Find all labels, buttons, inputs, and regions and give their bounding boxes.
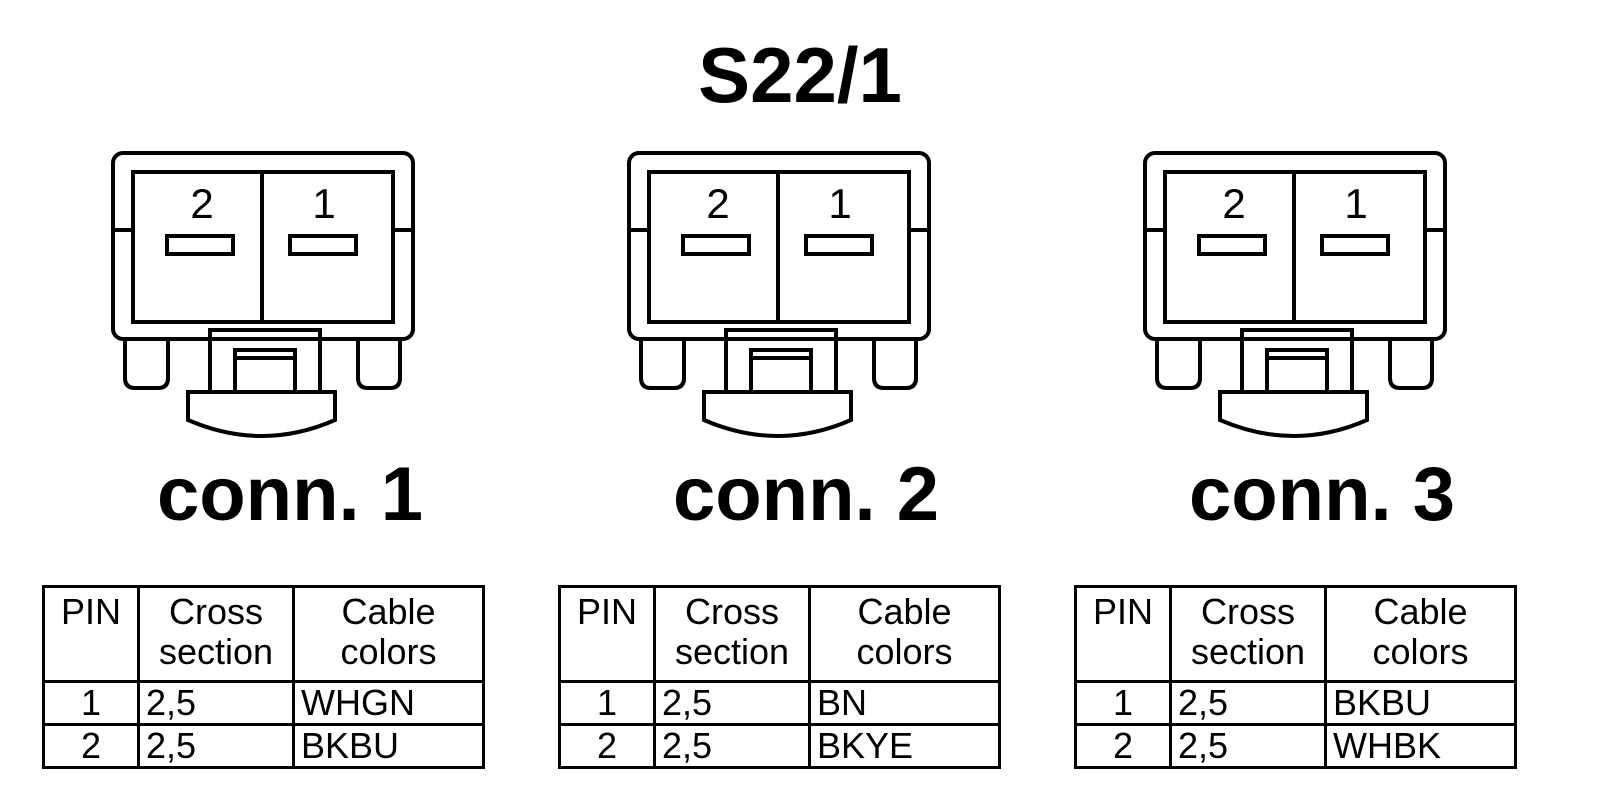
pin-2-label: 2 xyxy=(1222,180,1245,227)
diagram-title: S22/1 xyxy=(698,31,902,119)
table-row: 2 2,5 BKYE xyxy=(558,723,1001,769)
cell-cable-color: BN xyxy=(808,680,1001,726)
cell-cable-color: WHGN xyxy=(292,680,485,726)
pin-2-label: 2 xyxy=(190,180,213,227)
header-pin: PIN xyxy=(1074,585,1172,683)
connector-3-drawing: 2 1 xyxy=(1143,151,1447,438)
cell-cable-color: WHBK xyxy=(1324,723,1517,769)
header-pin: PIN xyxy=(42,585,140,683)
cell-cross-section: 2,5 xyxy=(1169,680,1327,726)
connector-label: conn. 2 xyxy=(672,452,940,537)
connector-label: conn. 1 xyxy=(156,452,424,537)
cell-cross-section: 2,5 xyxy=(653,723,811,769)
connector-3: 2 1 conn. 3 PIN Cross section Cable colo… xyxy=(1062,0,1582,804)
cell-pin: 2 xyxy=(558,723,656,769)
header-pin: PIN xyxy=(558,585,656,683)
table-header-row: PIN Cross section Cable colors xyxy=(558,585,1001,683)
cell-cross-section: 2,5 xyxy=(137,680,295,726)
pin-table: PIN Cross section Cable colors 1 2,5 BKB… xyxy=(1074,585,1517,769)
pin-1-label: 1 xyxy=(312,180,335,227)
pin-table: PIN Cross section Cable colors 1 2,5 WHG… xyxy=(42,585,485,769)
table-header-row: PIN Cross section Cable colors xyxy=(42,585,485,683)
table-row: 2 2,5 WHBK xyxy=(1074,723,1517,769)
header-cable-colors: Cable colors xyxy=(808,585,1001,683)
cell-pin: 1 xyxy=(42,680,140,726)
header-cross-section: Cross section xyxy=(653,585,811,683)
pin-1-label: 1 xyxy=(1344,180,1367,227)
table-row: 1 2,5 WHGN xyxy=(42,680,485,726)
cell-cable-color: BKBU xyxy=(1324,680,1517,726)
pin-2-label: 2 xyxy=(706,180,729,227)
cell-pin: 2 xyxy=(42,723,140,769)
connector-1: 2 1 conn. 1 PIN Cross section Cable colo… xyxy=(30,0,550,804)
cell-pin: 1 xyxy=(1074,680,1172,726)
cell-cross-section: 2,5 xyxy=(137,723,295,769)
table-header-row: PIN Cross section Cable colors xyxy=(1074,585,1517,683)
connector-2-drawing: 2 1 xyxy=(627,151,931,438)
table-row: 2 2,5 BKBU xyxy=(42,723,485,769)
header-cable-colors: Cable colors xyxy=(1324,585,1517,683)
header-cable-colors: Cable colors xyxy=(292,585,485,683)
connector-1-drawing: 2 1 xyxy=(111,151,415,438)
header-cross-section: Cross section xyxy=(1169,585,1327,683)
table-row: 1 2,5 BKBU xyxy=(1074,680,1517,726)
header-cross-section: Cross section xyxy=(137,585,295,683)
connector-2: 2 1 conn. 2 PIN Cross section Cable colo… xyxy=(546,0,1066,804)
cell-cable-color: BKBU xyxy=(292,723,485,769)
cell-pin: 2 xyxy=(1074,723,1172,769)
cell-cable-color: BKYE xyxy=(808,723,1001,769)
pin-1-label: 1 xyxy=(828,180,851,227)
connector-label: conn. 3 xyxy=(1188,452,1456,537)
pin-table: PIN Cross section Cable colors 1 2,5 BN … xyxy=(558,585,1001,769)
cell-pin: 1 xyxy=(558,680,656,726)
cell-cross-section: 2,5 xyxy=(1169,723,1327,769)
table-row: 1 2,5 BN xyxy=(558,680,1001,726)
cell-cross-section: 2,5 xyxy=(653,680,811,726)
